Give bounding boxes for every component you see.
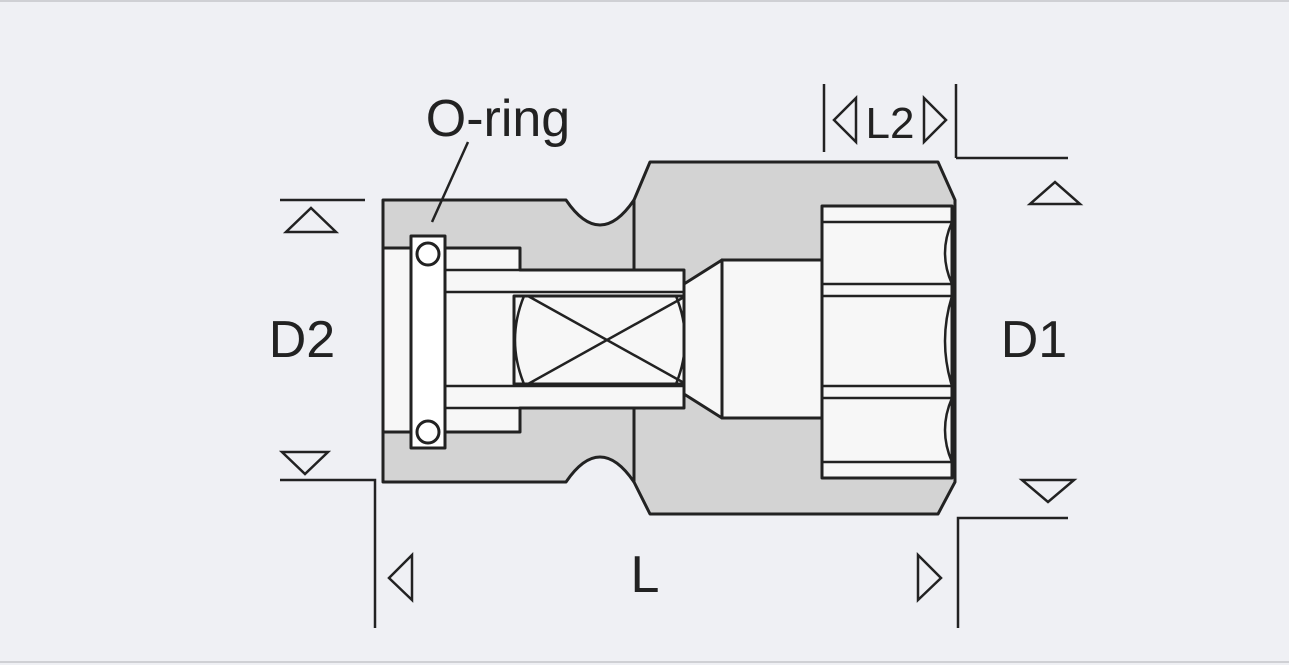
o-ring-top bbox=[415, 241, 441, 267]
taper-transition bbox=[682, 258, 724, 420]
o-ring-bottom bbox=[415, 419, 441, 445]
hex-opening-lines bbox=[822, 220, 952, 464]
d2-label: D2 bbox=[269, 311, 335, 369]
socket-body bbox=[381, 141, 957, 516]
l-arrow-right bbox=[916, 551, 943, 603]
square-drive-left-arc bbox=[513, 295, 526, 385]
o-ring-band bbox=[409, 234, 447, 450]
d2-arrow-down bbox=[278, 450, 332, 476]
dimension-lines bbox=[278, 84, 1084, 628]
pin-slot bbox=[446, 268, 684, 410]
d2-arrow-up bbox=[282, 206, 340, 234]
hex-opening-arcs bbox=[943, 221, 954, 463]
hex-opening bbox=[820, 204, 954, 480]
d1-label: D1 bbox=[1001, 311, 1067, 369]
d1-arrow-up bbox=[1026, 180, 1084, 206]
middle-bore bbox=[720, 258, 824, 420]
d2-ext-bottom bbox=[280, 478, 377, 628]
l-label: L bbox=[631, 546, 660, 604]
o-ring-label: O-ring bbox=[426, 90, 570, 148]
o-ring-leader bbox=[430, 141, 470, 223]
l2-arrow-left bbox=[832, 94, 858, 146]
d1-ext-bottom bbox=[956, 516, 1068, 628]
l2-label: L2 bbox=[866, 99, 915, 148]
square-drive-cross-b bbox=[527, 294, 687, 386]
l2-arrow-right bbox=[922, 94, 948, 146]
d1-arrow-down bbox=[1018, 478, 1078, 504]
l-arrow-left bbox=[387, 551, 414, 603]
